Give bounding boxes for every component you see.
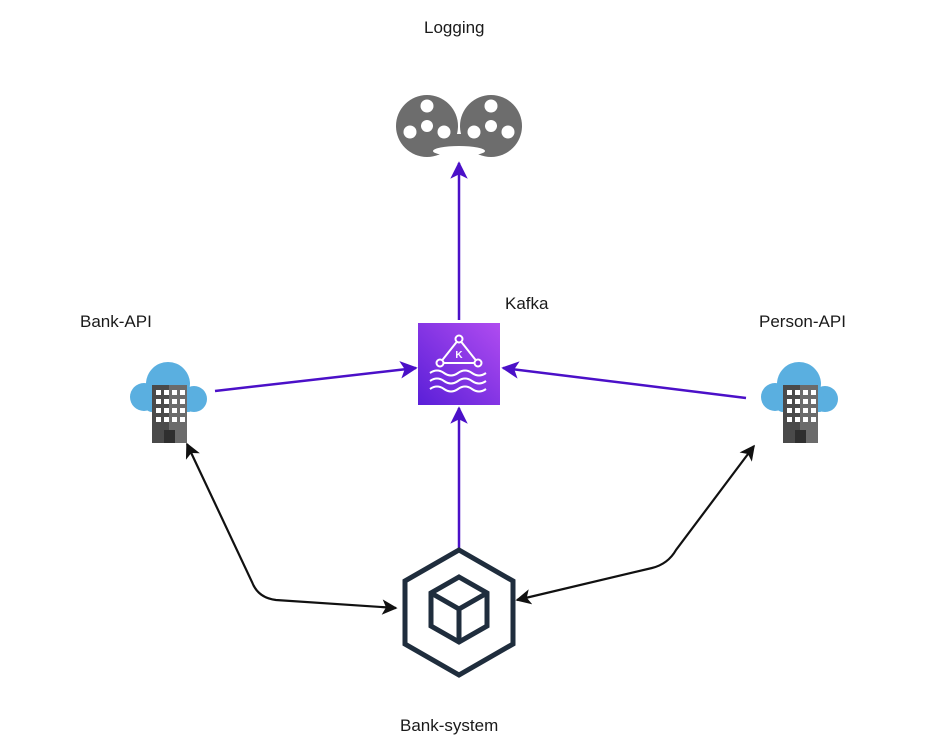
kafka-label: Kafka <box>505 294 549 313</box>
svg-text:K: K <box>455 350 463 361</box>
edge-bank-system-person-api <box>515 444 755 605</box>
cube-icon <box>402 547 516 678</box>
cloud-building-icon <box>130 362 207 443</box>
person-api-label: Person-API <box>759 312 846 331</box>
cloud-building-icon <box>761 362 838 443</box>
edge-bank-system-bank-api <box>185 442 398 615</box>
edge-person-api-to-kafka <box>501 361 747 400</box>
edge-bank-api-to-kafka <box>214 361 418 393</box>
film-reels-icon <box>396 95 522 157</box>
bank-api-label: Bank-API <box>80 312 152 331</box>
bank-system-label: Bank-system <box>400 716 499 735</box>
logging-label: Logging <box>424 18 485 37</box>
kafka-icon: K <box>418 323 500 405</box>
